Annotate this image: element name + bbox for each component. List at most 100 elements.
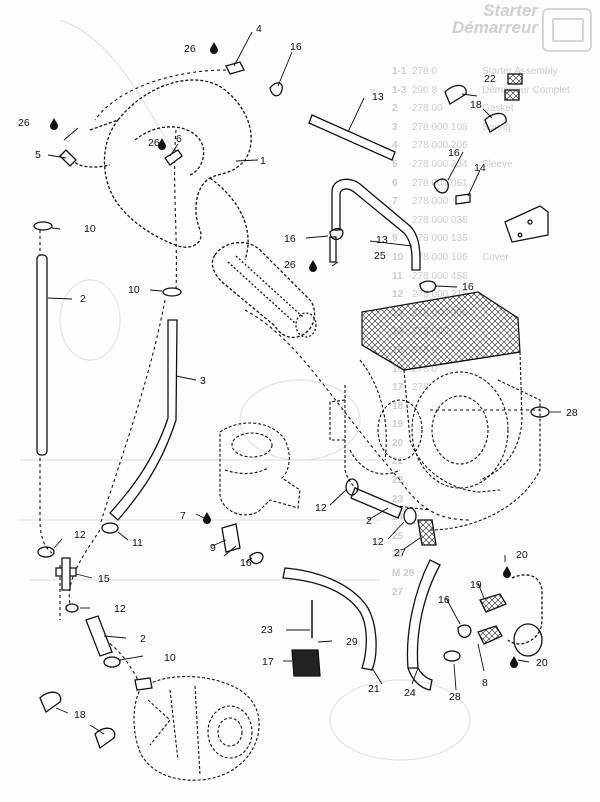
callout-19: 19: [470, 579, 482, 591]
callout-20: 20: [536, 657, 548, 669]
reference-row: 4 278 000 206: [392, 140, 600, 159]
sealant-drops: [50, 42, 518, 668]
callout-1: 1: [260, 155, 266, 167]
section-title: Starter Démarreur: [452, 2, 538, 36]
reference-no: 19: [392, 419, 404, 431]
reference-part: 278: [412, 382, 429, 394]
reference-row: 27: [392, 587, 600, 606]
callout-7: 7: [180, 510, 186, 522]
callout-26: 26: [148, 137, 160, 149]
reference-no: M 28: [392, 568, 415, 580]
reference-part: 278 000 061: [412, 177, 468, 189]
reference-no: 16: [392, 363, 404, 375]
callout-27: 27: [394, 547, 406, 559]
reference-part: 278 000 136: [412, 233, 468, 245]
reference-no: 21: [392, 456, 404, 468]
callout-16: 16: [290, 41, 302, 53]
reference-no: 27: [392, 586, 404, 598]
callout-12: 12: [372, 536, 384, 548]
exhaust-manifold: [219, 422, 301, 516]
callout-10: 10: [164, 652, 176, 664]
reference-no: 2: [392, 103, 398, 115]
reference-part: 278 000 108: [412, 121, 468, 133]
callout-9: 9: [210, 542, 216, 554]
reference-row: 19: [392, 419, 600, 438]
callout-24: 24: [404, 687, 416, 699]
callout-17: 17: [262, 656, 274, 668]
callout-28: 28: [566, 407, 578, 419]
reference-part: 278 000 206: [412, 140, 468, 152]
reference-part: 278 0: [412, 363, 438, 375]
reference-no: 22: [392, 475, 404, 487]
reference-row: 10 278 000 106 Cover: [392, 252, 600, 271]
callout-16: 16: [438, 594, 450, 606]
reference-desc: Cover: [482, 251, 509, 263]
reference-no: 23: [392, 493, 404, 505]
callout-10: 10: [84, 223, 96, 235]
reference-row: 22: [392, 475, 600, 494]
reference-no: 26: [392, 549, 404, 561]
reference-row: 6 278 000 061: [392, 178, 600, 197]
callout-13: 13: [372, 91, 384, 103]
reference-no: 25: [392, 530, 404, 542]
reference-desc: Démarreur Complet: [482, 84, 570, 96]
reference-no: 20: [392, 437, 404, 449]
reference-part: 290 8: [412, 84, 438, 96]
reference-row: M 28: [392, 568, 600, 587]
reference-row: 23: [392, 494, 600, 513]
callout-16: 16: [448, 147, 460, 159]
callout-5: 5: [35, 149, 41, 161]
callout-12: 12: [315, 502, 327, 514]
reference-row: 18: [392, 401, 600, 420]
reference-part: 278 000 215: [412, 289, 468, 301]
callout-23: 23: [261, 624, 273, 636]
dashed-outline-paths: [39, 69, 540, 681]
reference-row: 16 278 0: [392, 364, 600, 383]
reference-no: 18: [392, 400, 404, 412]
reference-no: 9: [392, 233, 398, 245]
reference-no: 6: [392, 177, 398, 189]
callout-26: 26: [18, 117, 30, 129]
title-line-1: Starter: [483, 1, 538, 20]
callout-2: 2: [366, 515, 372, 527]
hose-parts: [33, 61, 550, 750]
callout-22: 22: [484, 73, 496, 85]
callout-21: 21: [368, 683, 380, 695]
title-line-2: Démarreur: [452, 18, 538, 37]
reference-part: 278 000: [412, 196, 449, 208]
reference-row: 1-3 290 8 Démarreur Complet: [392, 85, 600, 104]
callout-labels: 4 26 16 22 18 13 26 6 26 5 1 16 14 10 16…: [18, 23, 578, 721]
callout-18: 18: [470, 99, 482, 111]
reference-row: 26: [392, 549, 600, 568]
reference-row: 9 278 000 136: [392, 233, 600, 252]
callout-12: 12: [74, 529, 86, 541]
callout-4: 4: [256, 23, 262, 35]
reference-part: 278 00: [412, 103, 443, 115]
callout-26: 26: [184, 43, 196, 55]
callout-8: 8: [482, 677, 488, 689]
reference-no: 7: [392, 196, 398, 208]
callout-16: 16: [462, 281, 474, 293]
bleed-through-artwork: [20, 19, 471, 761]
reference-no: 10: [392, 251, 404, 263]
reference-no: 4: [392, 140, 398, 152]
callout-2: 2: [80, 293, 86, 305]
reference-part: 278 000 106: [412, 251, 468, 263]
reference-desc: Sleeve: [482, 158, 513, 170]
starter-section-icon: [542, 8, 592, 52]
callout-28: 28: [449, 691, 461, 703]
reference-no: 1-1: [392, 66, 407, 77]
callout-14: 14: [474, 162, 486, 174]
callout-11: 11: [132, 537, 143, 549]
reference-row: 25: [392, 531, 600, 550]
callout-3: 3: [200, 375, 206, 387]
reference-no: 1-3: [392, 84, 407, 96]
reference-part: 278 0: [412, 66, 438, 77]
callout-16: 16: [284, 233, 296, 245]
reference-row: 7 278 000: [392, 196, 600, 215]
reference-row: 1-1 278 0 Starter Assembly: [392, 66, 600, 85]
callout-16: 16: [240, 557, 252, 569]
reference-desc: Starter Assembly: [482, 66, 558, 77]
